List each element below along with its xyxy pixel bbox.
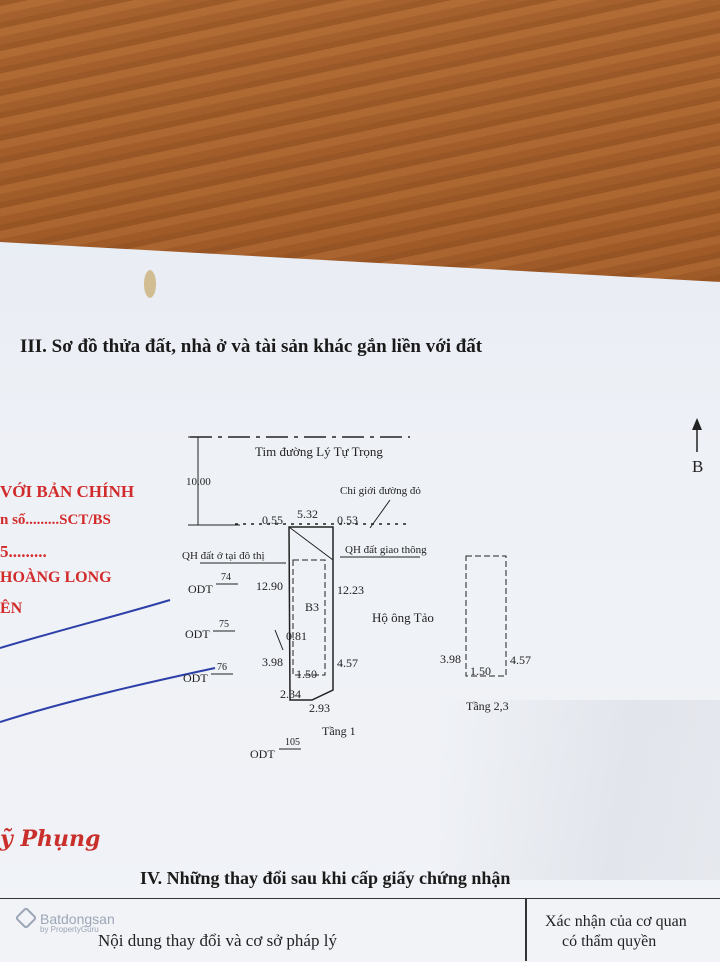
- dim-293: 2.93: [309, 701, 330, 715]
- watermark-sub: by PropertyGuru: [40, 925, 99, 934]
- boundary-label: Chỉ giới đường đỏ: [340, 485, 421, 497]
- odt-105-label: ODT: [250, 747, 275, 761]
- dim-10: 10.00: [186, 476, 211, 488]
- parcel-diagonal: [288, 526, 334, 561]
- table-column-divider: [525, 899, 527, 961]
- table-header-confirm-line2: có thẩm quyền: [562, 933, 657, 950]
- odt-76-label: ODT: [183, 671, 208, 685]
- odt-76-num: 76: [217, 662, 227, 673]
- qh-traffic-label: QH đất giao thông: [345, 544, 427, 556]
- certificate-paper: [0, 242, 720, 962]
- upper-floor-footprint: [465, 555, 507, 677]
- watermark: Batdongsan by PropertyGuru: [14, 906, 115, 934]
- dim-150: 1.50: [296, 667, 317, 681]
- dim-081: 0.81: [286, 629, 307, 643]
- pen-stroke-1: [0, 599, 171, 649]
- pen-stroke-2: [0, 667, 216, 723]
- changes-table: Nội dung thay đổi và cơ sở pháp lý Xác n…: [0, 898, 720, 961]
- odt-75-label: ODT: [185, 627, 210, 641]
- odt-105-num: 105: [285, 737, 300, 748]
- dim-leader-081: [274, 629, 284, 651]
- stamp-line-4: HOÀNG LONG: [0, 569, 112, 586]
- qh-urban-label: QH đất ở tại đô thị: [182, 550, 265, 562]
- boundary-leader: [369, 499, 391, 529]
- dim-398: 3.98: [262, 655, 283, 669]
- dim-055: 0.55: [262, 513, 283, 527]
- watermark-brand: Batdongsan: [40, 911, 115, 927]
- neighbor-label: Hộ ông Tảo: [372, 610, 434, 625]
- stamp-line-5: ÊN: [0, 600, 23, 617]
- parcel-code: B3: [305, 600, 319, 614]
- parcel-outline: [288, 526, 334, 701]
- house-footprint: [292, 559, 326, 676]
- floor1-label: Tầng 1: [322, 724, 356, 738]
- dim-457-b: 4.57: [510, 653, 531, 667]
- odt-74-label: ODT: [188, 582, 213, 596]
- stamp-line-1: VỚI BẢN CHÍNH: [0, 482, 135, 501]
- dim-053: 0.53: [337, 513, 358, 527]
- dim-1290: 12.90: [256, 579, 283, 593]
- stamp-line-3: 5.........: [0, 542, 47, 561]
- direction-mark: B: [692, 457, 703, 476]
- watermark-logo-icon: [14, 906, 38, 930]
- odt-75-num: 75: [219, 619, 229, 630]
- stamp-line-2: n số.........SCT/BS: [0, 512, 111, 528]
- road-label: Tim đường Lý Tự Trọng: [255, 444, 383, 459]
- section-iv-title: IV. Những thay đổi sau khi cấp giấy chứn…: [140, 868, 511, 888]
- dim-457: 4.57: [337, 656, 358, 670]
- dim-532: 5.32: [297, 507, 318, 521]
- paper-stain: [144, 270, 156, 298]
- section-title: III. Sơ đồ thửa đất, nhà ở và tài sản kh…: [20, 336, 483, 357]
- signature: ỹ Phụng: [0, 826, 101, 852]
- direction-arrow-icon: [692, 418, 702, 430]
- dim-150-b: 1.50: [470, 664, 491, 678]
- table-header-confirm-line1: Xác nhận của cơ quan: [545, 913, 687, 930]
- odt-74-num: 74: [221, 572, 231, 583]
- floor23-label: Tầng 2,3: [466, 699, 509, 713]
- table-header-content: Nội dung thay đổi và cơ sở pháp lý: [98, 931, 337, 950]
- dim-398-b: 3.98: [440, 652, 461, 666]
- dim-234: 2.34: [280, 687, 301, 701]
- paper-shadow: [440, 700, 720, 880]
- dim-1223: 12.23: [337, 583, 364, 597]
